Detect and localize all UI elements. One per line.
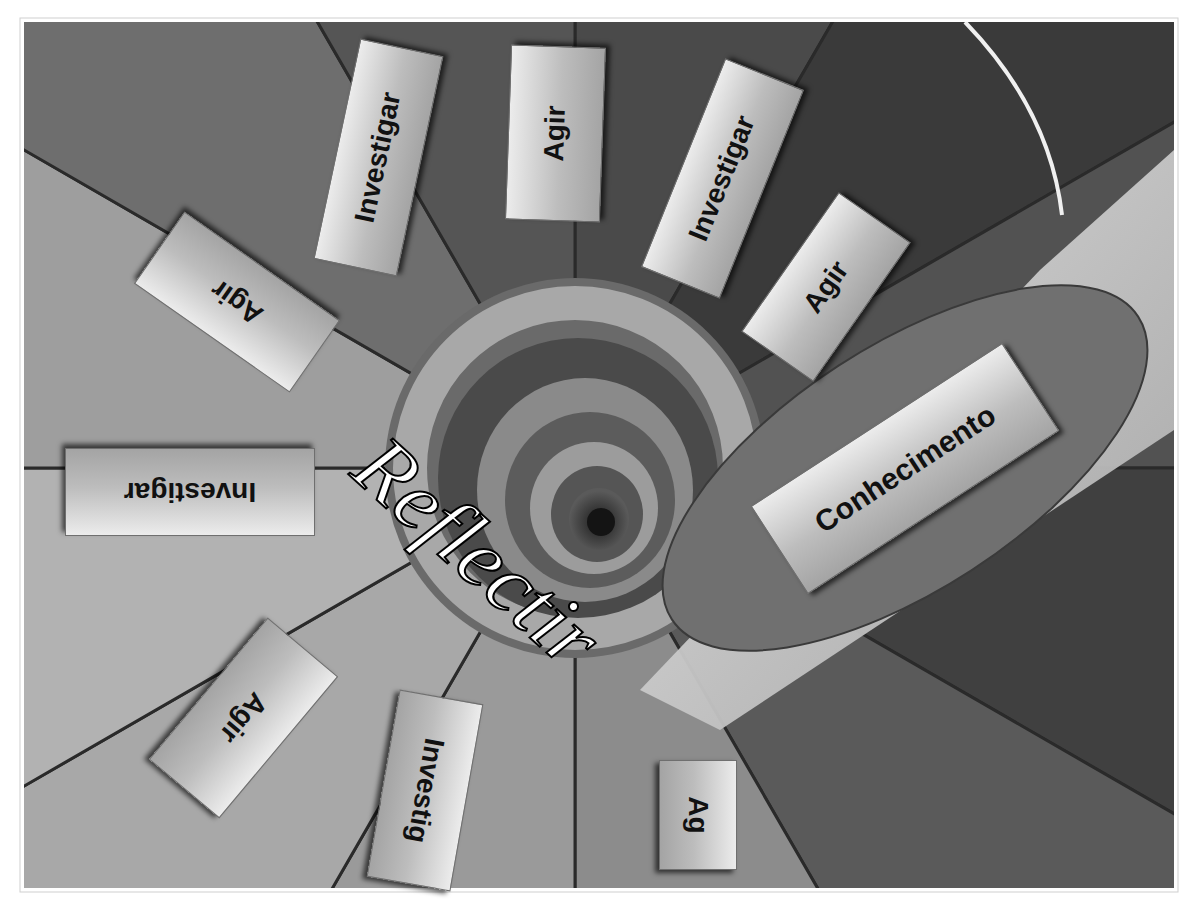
reflect-word: Reflectir xyxy=(339,421,617,683)
box-label: Investigar xyxy=(124,477,256,508)
box-label: Agir xyxy=(205,273,269,330)
step-box: Investigar xyxy=(65,448,315,536)
box-label: Conhecimento xyxy=(809,397,1002,538)
box-label: Agir xyxy=(539,104,572,161)
step-box: Agir xyxy=(148,618,337,819)
step-box: Ag xyxy=(659,760,737,870)
box-label: Investig xyxy=(401,735,450,845)
step-box: Agir xyxy=(504,44,605,222)
box-label: Agir xyxy=(213,687,273,750)
step-box: Agir xyxy=(741,192,911,382)
step-box: Conhecimento xyxy=(751,342,1060,593)
step-box: Agir xyxy=(134,211,340,392)
step-box: Investig xyxy=(367,689,484,891)
box-label: Ag xyxy=(683,796,714,833)
knowledge-ellipse xyxy=(605,214,1174,721)
box-label: Agir xyxy=(797,255,854,319)
box-label: Investigar xyxy=(349,89,407,225)
box-label: Investigar xyxy=(683,111,761,245)
step-box: Investigar xyxy=(640,58,803,298)
step-box: Investigar xyxy=(313,38,443,276)
